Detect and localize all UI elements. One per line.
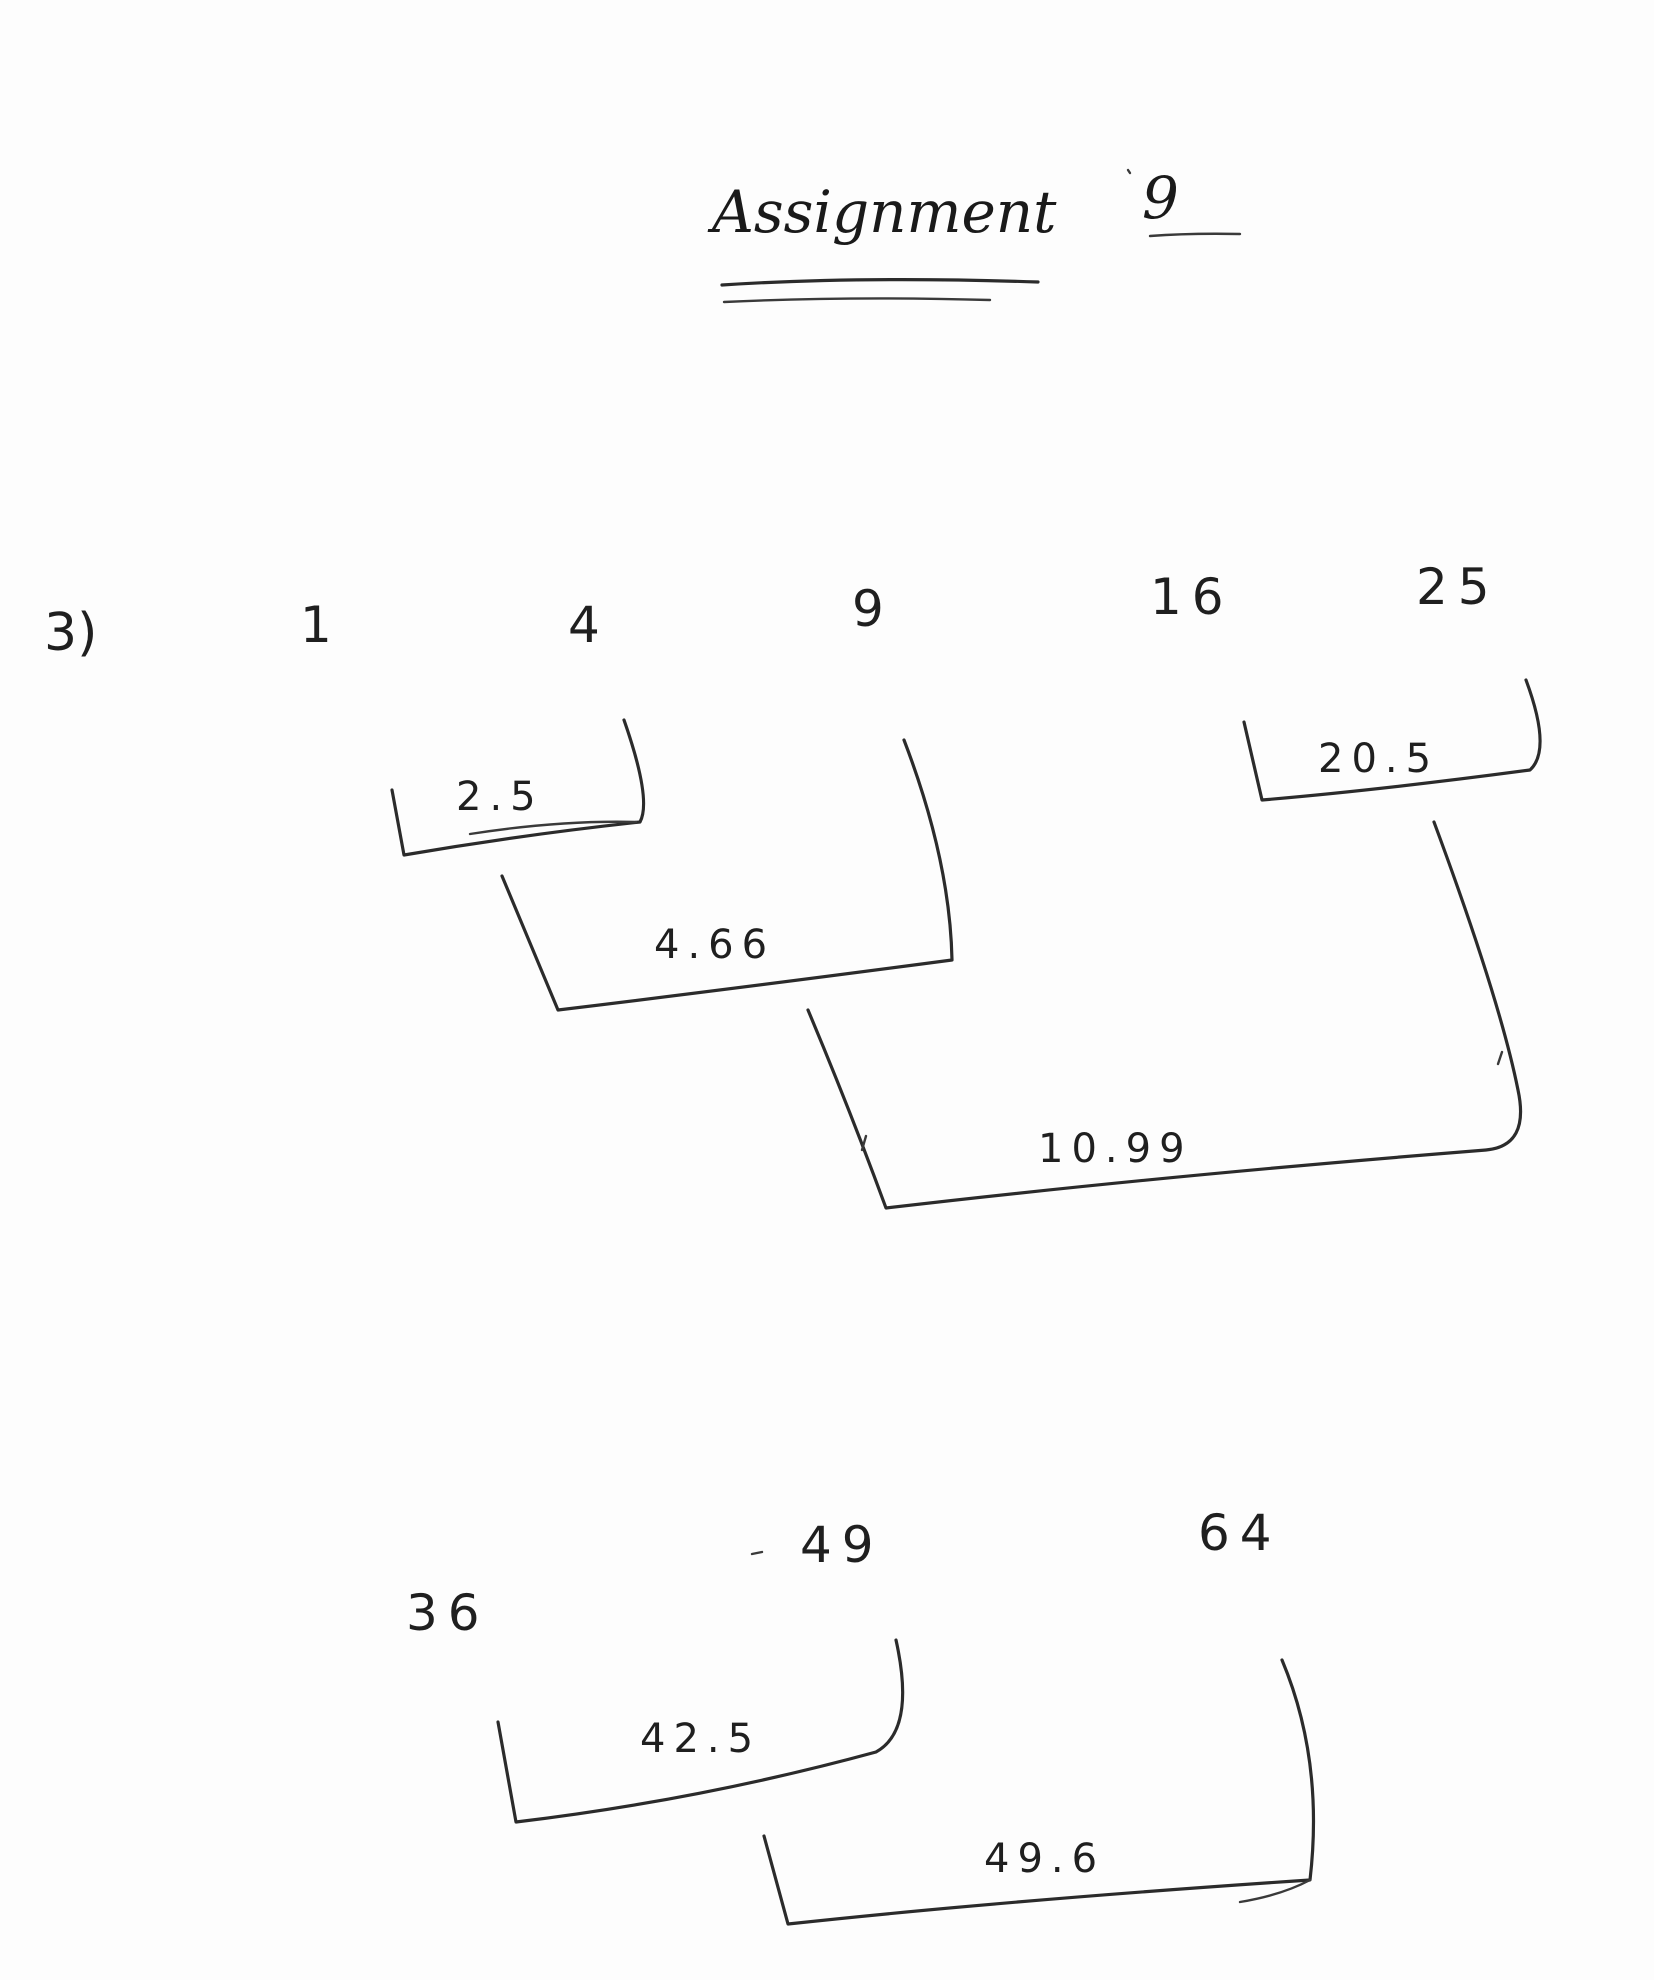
merge-bracket-final-section1	[806, 820, 1523, 1210]
section2-values: 36 49 64	[406, 1504, 1282, 1642]
merge-label-4-66: 4.66	[654, 922, 775, 968]
value-9: 9	[852, 580, 894, 638]
merge-label-20-5: 20.5	[1318, 736, 1439, 782]
assignment-title: Assignment	[707, 178, 1057, 246]
number-underline	[1148, 232, 1242, 238]
value-36: 36	[406, 1584, 490, 1642]
merge-bracket-1-4-retrace	[468, 820, 638, 836]
title-separator-dot	[1126, 168, 1132, 175]
title-underline-2	[722, 297, 992, 304]
merge-bracket-14-9	[500, 738, 954, 1012]
merge-bracket-1-4	[390, 718, 646, 857]
merge-label-49-6: 49.6	[984, 1836, 1105, 1882]
value-64: 64	[1198, 1504, 1282, 1562]
value-25: 25	[1416, 558, 1500, 616]
section1-values: 1 4 9 16 25	[300, 558, 1500, 654]
merge-bracket-final-retrace	[1238, 1878, 1312, 1904]
merge-bracket-final-section2	[762, 1658, 1316, 1926]
value-1: 1	[300, 596, 342, 654]
value-4: 4	[568, 596, 610, 654]
merge-label-2-5: 2.5	[456, 774, 544, 820]
merge-bracket-36-49	[496, 1638, 905, 1824]
value-49: 49	[800, 1516, 884, 1574]
assignment-number: 9	[1142, 164, 1179, 232]
question-number: 3)	[44, 603, 97, 663]
title-underline-1	[720, 278, 1040, 287]
merge-label-42-5: 42.5	[640, 1716, 761, 1762]
merge-label-10-99: 10.99	[1038, 1126, 1193, 1172]
dash-mark	[750, 1550, 764, 1556]
merge-bracket-16-25	[1242, 678, 1542, 802]
value-16: 16	[1150, 568, 1234, 626]
merge-bracket-tick-marks	[860, 1050, 1504, 1152]
